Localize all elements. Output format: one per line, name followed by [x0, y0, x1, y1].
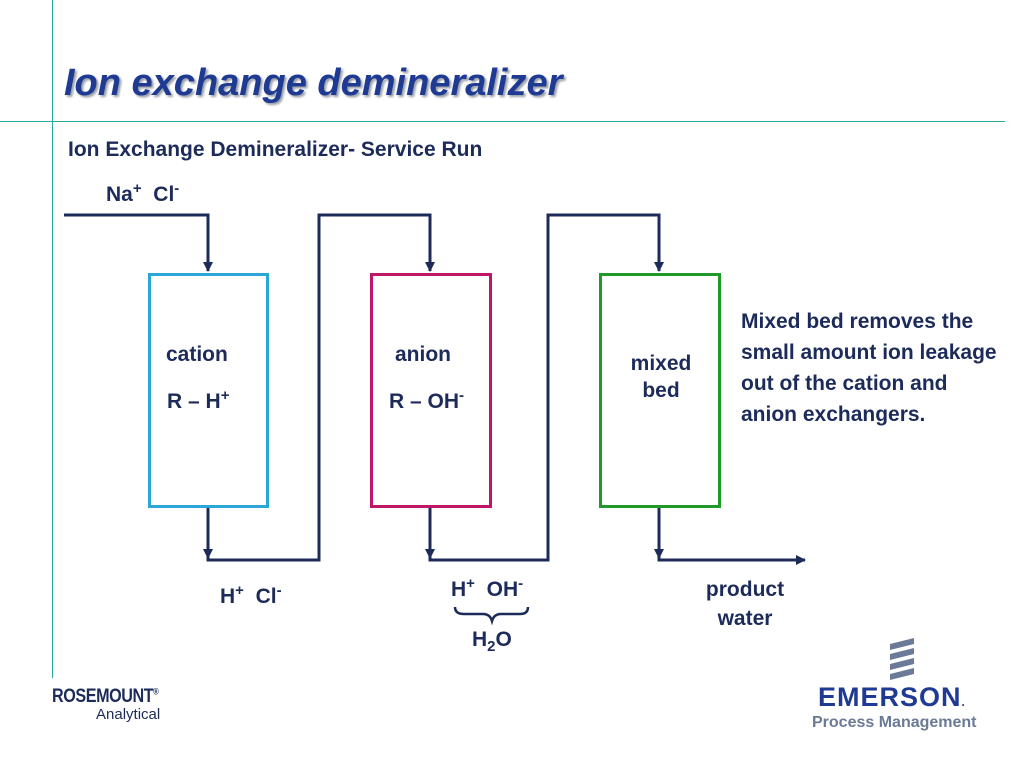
mixed-bed-note: Mixed bed removes the small amount ion l… [741, 310, 997, 426]
left-accent-line [52, 0, 53, 678]
cation-resin-label: R – H+ [167, 387, 230, 413]
after-cation-label: H+ Cl- [220, 582, 282, 608]
diagram-subtitle: Ion Exchange Demineralizer- Service Run [68, 138, 483, 161]
water-brace [453, 606, 530, 626]
mixed-bed-box [599, 273, 721, 508]
anion-resin-label: R – OH- [389, 387, 465, 413]
anion-label: anion [395, 343, 451, 366]
page-title: Ion exchange demineralizer [64, 62, 563, 104]
anion-exchanger-box [370, 273, 492, 508]
after-anion-label: H+ OH- [451, 575, 524, 601]
title-underline [0, 121, 1005, 122]
emerson-mark-icon [890, 638, 914, 680]
inlet-label: Na+ Cl- [106, 180, 180, 206]
water-formula-label: H2O [472, 628, 512, 655]
rosemount-logo: ROSEMOUNT® Analytical [52, 686, 161, 723]
cation-label: cation [166, 343, 228, 366]
mixed-bed-outlet-line [657, 508, 806, 565]
inlet-flow-line [64, 213, 213, 272]
cation-exchanger-box [148, 273, 269, 508]
